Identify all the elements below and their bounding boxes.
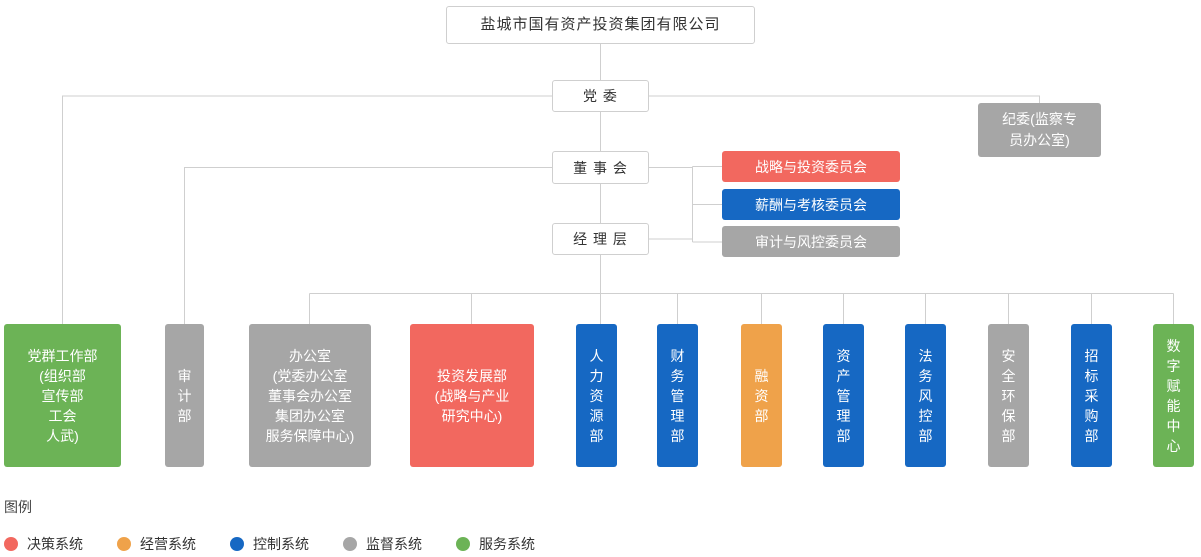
legend-title: 图例 [4, 499, 32, 515]
node-discipline-committee[interactable]: 纪委(监察专 员办公室) [978, 103, 1101, 157]
node-dept-human-resources[interactable]: 人 力 资 源 部 [576, 324, 617, 467]
node-committee-compensation[interactable]: 薪酬与考核委员会 [722, 189, 900, 220]
legend-dot-red [4, 537, 18, 551]
node-dept-safety-environment[interactable]: 安 全 环 保 部 [988, 324, 1029, 467]
legend-dot-orange [117, 537, 131, 551]
node-dept-legal-risk[interactable]: 法 务 风 控 部 [905, 324, 946, 467]
legend-dot-blue [230, 537, 244, 551]
node-dept-financing[interactable]: 融 资 部 [741, 324, 782, 467]
node-dept-audit[interactable]: 审 计 部 [165, 324, 204, 467]
legend-label-decision: 决策系统 [27, 536, 83, 552]
node-board[interactable]: 董 事 会 [552, 151, 649, 184]
legend: 决策系统 经营系统 控制系统 监督系统 服务系统 [4, 534, 569, 554]
legend-label-supervision: 监督系统 [366, 536, 422, 552]
node-management[interactable]: 经 理 层 [552, 223, 649, 255]
legend-label-operation: 经营系统 [140, 536, 196, 552]
legend-item-control: 控制系统 [230, 534, 309, 554]
legend-dot-gray [343, 537, 357, 551]
node-root[interactable]: 盐城市国有资产投资集团有限公司 [446, 6, 755, 44]
legend-item-service: 服务系统 [456, 534, 535, 554]
node-dept-investment-development[interactable]: 投资发展部 (战略与产业 研究中心) [410, 324, 534, 467]
legend-label-service: 服务系统 [479, 536, 535, 552]
node-dept-procurement[interactable]: 招 标 采 购 部 [1071, 324, 1112, 467]
node-dept-finance[interactable]: 财 务 管 理 部 [657, 324, 698, 467]
legend-item-decision: 决策系统 [4, 534, 83, 554]
node-dept-asset-management[interactable]: 资 产 管 理 部 [823, 324, 864, 467]
node-dept-office[interactable]: 办公室 (党委办公室 董事会办公室 集团办公室 服务保障中心) [249, 324, 371, 467]
node-dept-digital-enablement[interactable]: 数 字 赋 能 中 心 [1153, 324, 1194, 467]
node-committee-strategy[interactable]: 战略与投资委员会 [722, 151, 900, 182]
node-party-committee[interactable]: 党 委 [552, 80, 649, 112]
legend-item-operation: 经营系统 [117, 534, 196, 554]
legend-dot-green [456, 537, 470, 551]
legend-label-control: 控制系统 [253, 536, 309, 552]
node-dept-party-affairs[interactable]: 党群工作部 (组织部 宣传部 工会 人武) [4, 324, 121, 467]
node-committee-audit-risk[interactable]: 审计与风控委员会 [722, 226, 900, 257]
legend-item-supervision: 监督系统 [343, 534, 422, 554]
